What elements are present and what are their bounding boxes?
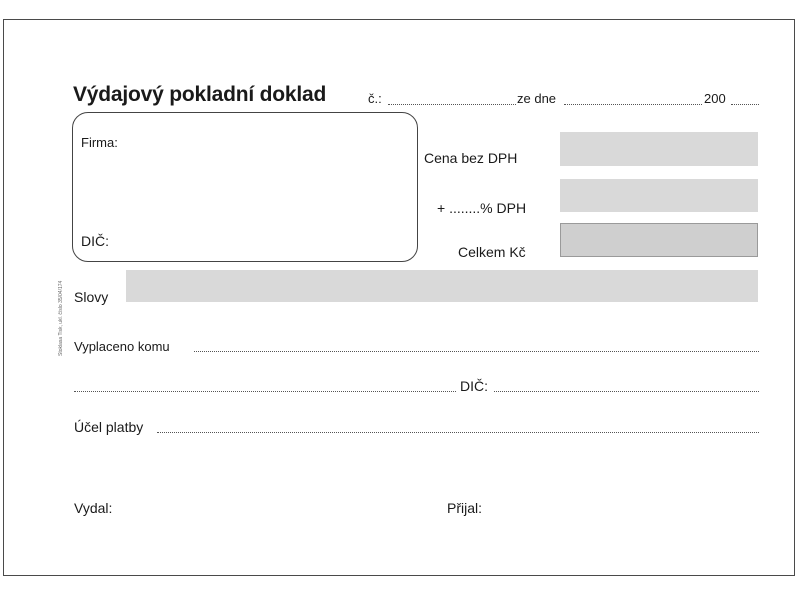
date-field[interactable] xyxy=(564,104,702,105)
document-title: Výdajový pokladní doklad xyxy=(73,83,327,106)
paid-to-label: Vyplaceno komu xyxy=(74,339,170,354)
paid-to-field[interactable] xyxy=(194,351,759,352)
purpose-label: Účel platby xyxy=(74,419,144,435)
vat-field[interactable] xyxy=(560,179,758,212)
address-field[interactable] xyxy=(74,391,456,392)
firm-dic-label: DIČ: xyxy=(81,233,109,249)
year-field[interactable] xyxy=(731,104,759,105)
number-field[interactable] xyxy=(388,104,516,105)
purpose-field[interactable] xyxy=(157,432,759,433)
date-label: ze dne xyxy=(517,91,557,106)
line-dic-label: DIČ: xyxy=(460,378,488,394)
receipt-form: Výdajový pokladní doklad č.: ze dne 200 … xyxy=(3,19,795,576)
price-without-vat-field[interactable] xyxy=(560,132,758,166)
number-label: č.: xyxy=(368,91,382,106)
price-without-vat-label: Cena bez DPH xyxy=(424,150,518,166)
total-field[interactable] xyxy=(560,223,758,257)
received-by-label: Přijal: xyxy=(447,500,483,516)
issued-by-label: Vydal: xyxy=(74,500,113,516)
words-field[interactable] xyxy=(126,270,758,302)
dic-field[interactable] xyxy=(494,391,759,392)
total-label: Celkem Kč xyxy=(458,244,526,260)
vat-label: + ........% DPH xyxy=(437,200,527,216)
side-print-code: Stoklasa Tisk, ukl. číslo 35/04/174 xyxy=(58,280,64,356)
firm-box[interactable]: Firma: DIČ: xyxy=(72,112,418,262)
year-prefix: 200 xyxy=(704,91,726,106)
firm-label: Firma: xyxy=(81,135,118,150)
words-label: Slovy xyxy=(74,289,109,305)
